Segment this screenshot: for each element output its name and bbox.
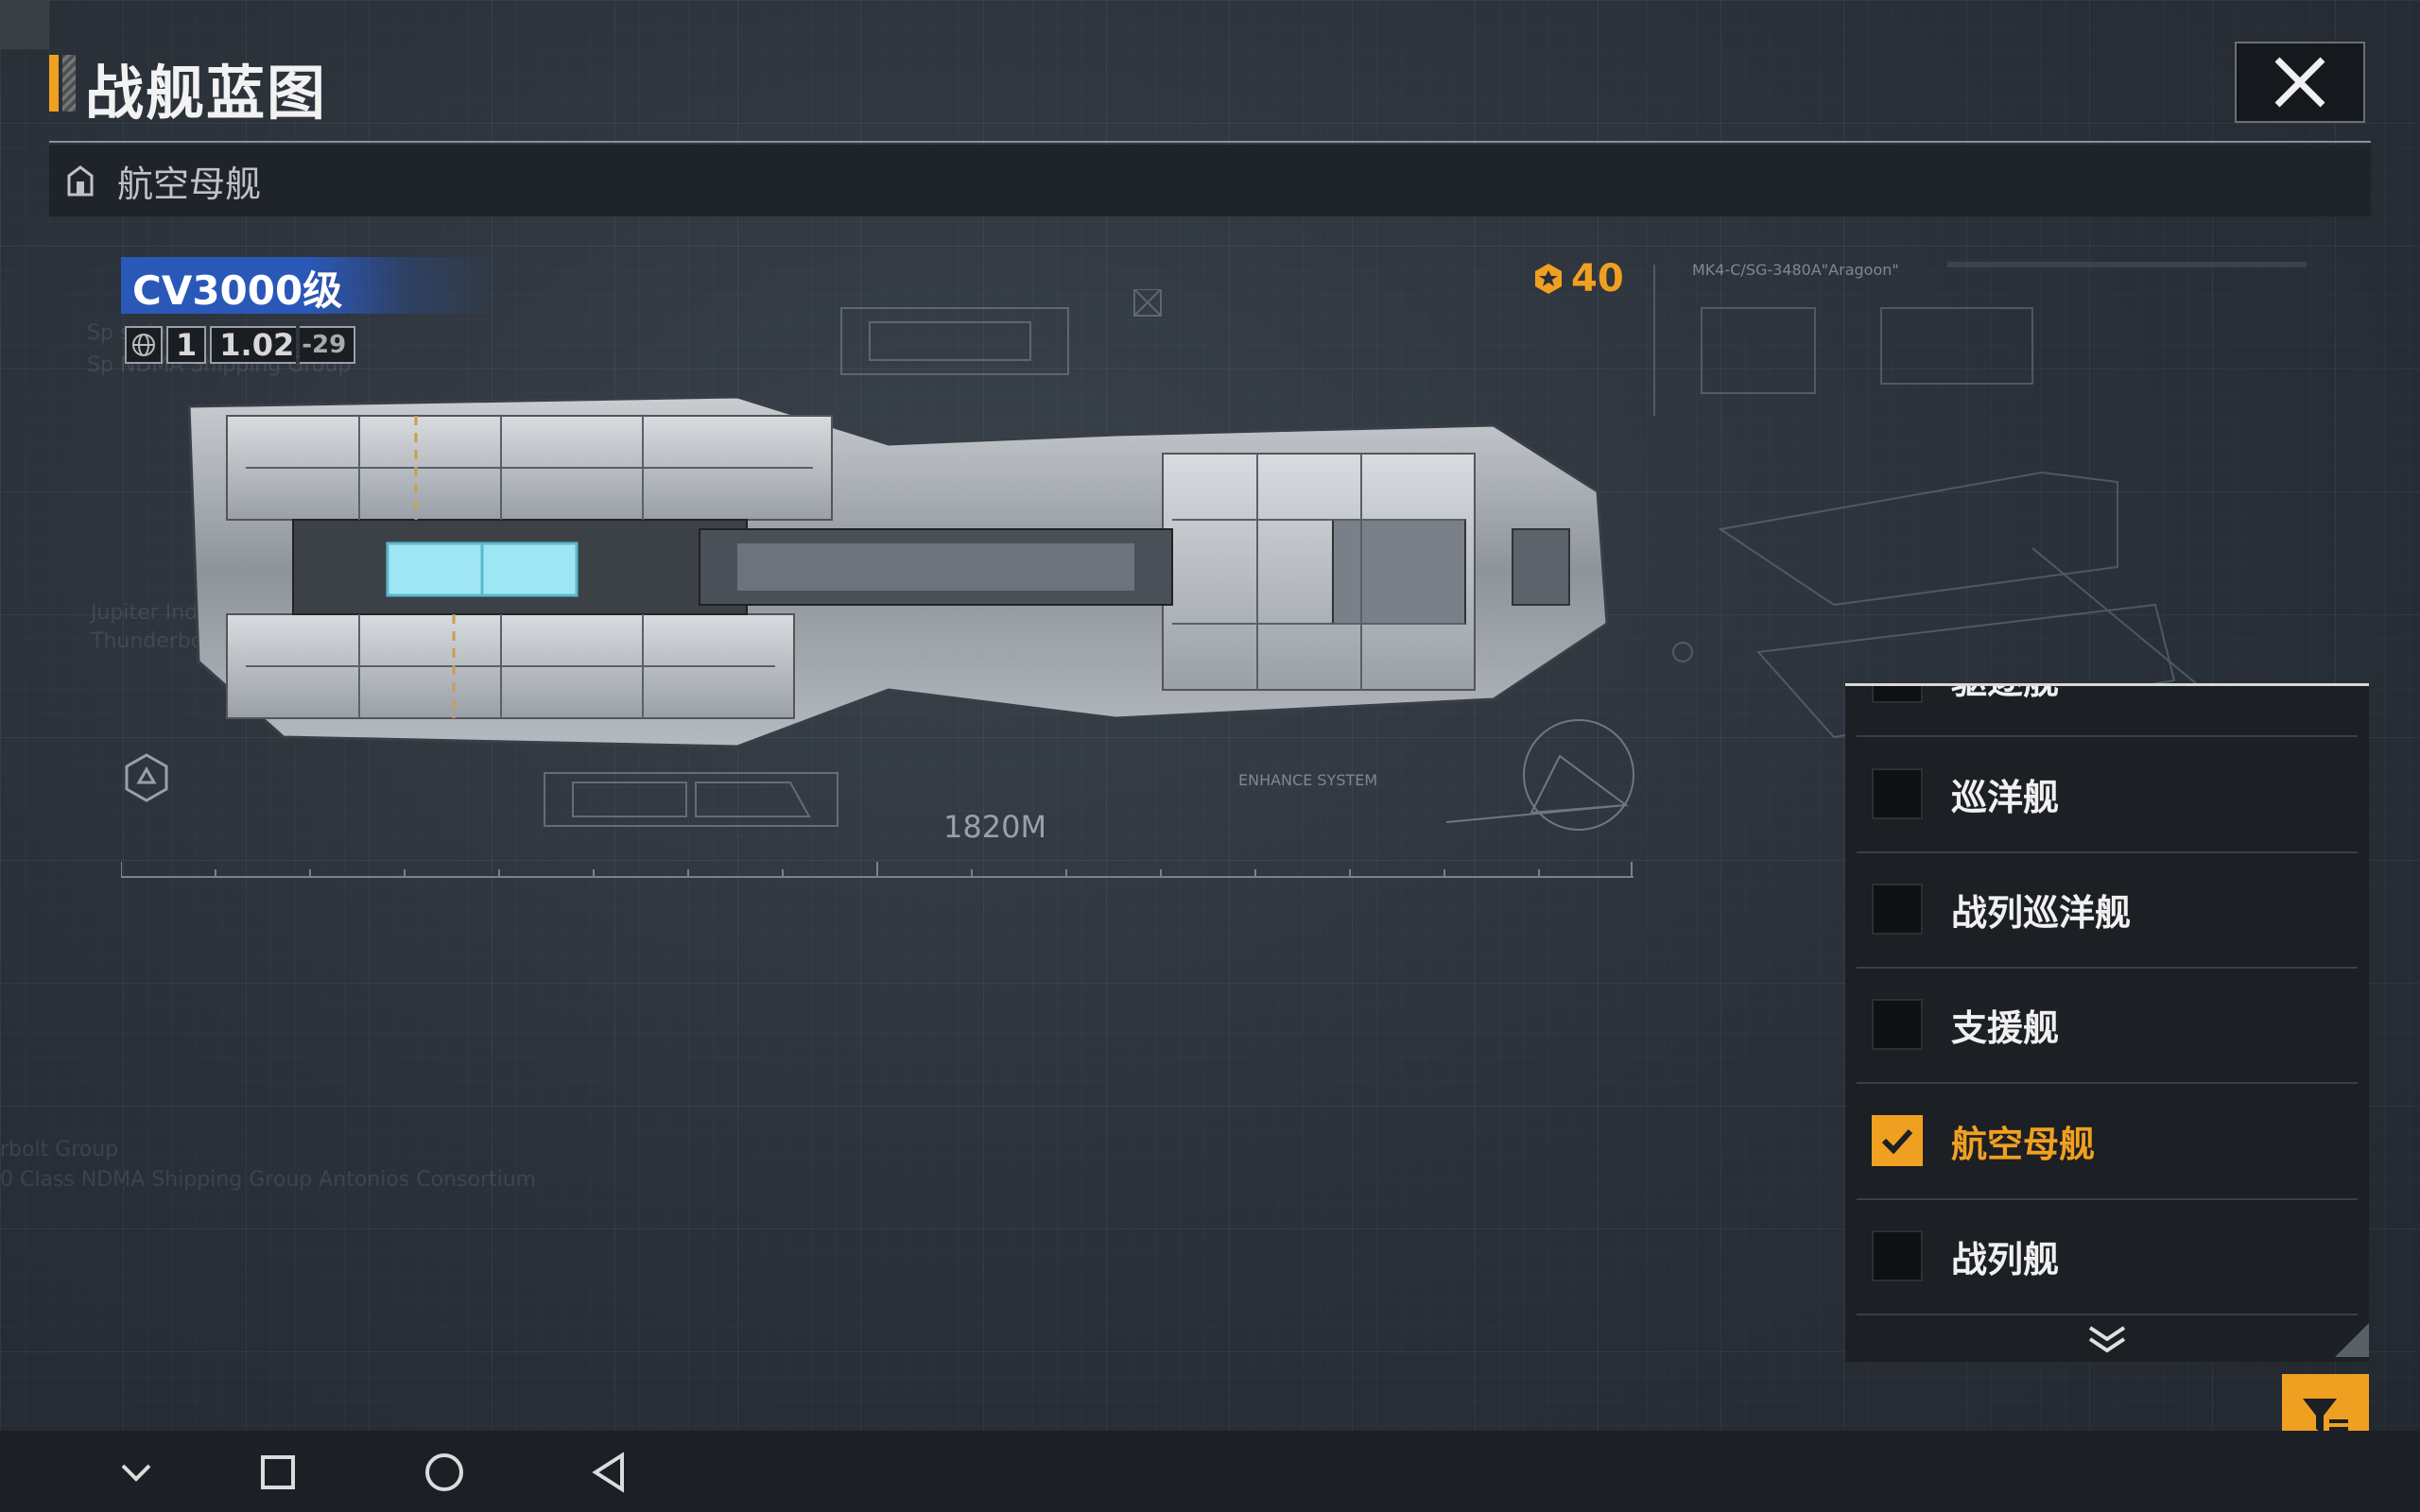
system-label: ENHANCE SYSTEM xyxy=(1238,771,1378,789)
globe-icon xyxy=(125,326,163,364)
filter-item-support[interactable]: 支援舰 xyxy=(1857,967,2358,1084)
blueprint-sketch xyxy=(544,772,838,827)
filter-item-battleship[interactable]: 战列舰 xyxy=(1857,1198,2358,1315)
ship-length-label: 1820M xyxy=(943,809,1047,845)
ship-type-filter-dropdown[interactable]: 驱逐舰 巡洋舰 战列巡洋舰 支援舰 航空母舰 战列舰 xyxy=(1845,683,2369,1362)
page-title: 战舰蓝图 xyxy=(85,59,328,128)
breadcrumb-label: 航空母舰 xyxy=(117,163,262,205)
ship-model[interactable] xyxy=(170,378,1616,756)
class-badge xyxy=(121,257,499,314)
filter-item-destroyer[interactable]: 驱逐舰 xyxy=(1857,686,2358,737)
nav-recents-button[interactable] xyxy=(250,1448,306,1497)
checkbox-checked[interactable] xyxy=(1872,1115,1923,1166)
double-chevron-down-icon xyxy=(2088,1326,2126,1353)
filter-item-label: 驱逐舰 xyxy=(1951,686,2059,704)
checkbox[interactable] xyxy=(1872,999,1923,1050)
close-button[interactable] xyxy=(2235,42,2365,123)
radar-diagram xyxy=(1445,719,1634,831)
checkbox[interactable] xyxy=(1872,686,1923,703)
breadcrumb: 航空母舰 xyxy=(49,145,2371,216)
title-accent-stripes xyxy=(62,55,76,112)
checkbox[interactable] xyxy=(1872,884,1923,935)
circle-icon xyxy=(425,1453,463,1491)
check-icon xyxy=(1881,1128,1913,1155)
blueprint-sketch xyxy=(840,289,1162,375)
filter-item-carrier[interactable]: 航空母舰 xyxy=(1857,1083,2358,1200)
nav-home-button[interactable] xyxy=(416,1448,473,1497)
corner-notch xyxy=(2335,1323,2369,1357)
version-major: 1 xyxy=(166,326,207,364)
cost-indicator: 40 xyxy=(1531,257,1624,301)
checkbox[interactable] xyxy=(1872,1230,1923,1281)
nav-back-button[interactable] xyxy=(580,1448,637,1497)
system-nav-bar xyxy=(0,1431,2420,1512)
hexagon-icon[interactable] xyxy=(123,752,170,803)
version-minor: 1.02 xyxy=(210,326,297,364)
square-icon xyxy=(261,1455,295,1489)
chevron-down-icon xyxy=(121,1464,151,1482)
title-accent xyxy=(49,55,59,112)
command-point-icon xyxy=(1535,264,1562,294)
header-divider xyxy=(49,141,2371,143)
close-icon xyxy=(2274,57,2325,108)
filter-item-label: 战列舰 xyxy=(1951,1238,2060,1280)
version-box: 1 1.02 -29 xyxy=(125,323,356,367)
checkbox[interactable] xyxy=(1872,768,1923,819)
back-triangle-icon xyxy=(592,1452,624,1493)
filter-item-label: 巡洋舰 xyxy=(1951,776,2060,818)
model-code: MK4-C/SG-3480A"Aragoon" xyxy=(1692,261,1899,279)
home-icon[interactable] xyxy=(66,164,95,197)
filter-item-cruiser[interactable]: 巡洋舰 xyxy=(1857,736,2358,853)
filter-item-label: 支援舰 xyxy=(1951,1006,2060,1049)
length-ruler xyxy=(121,862,1634,878)
scroll-more-button[interactable] xyxy=(1845,1321,2369,1359)
filter-item-label: 战列巡洋舰 xyxy=(1951,891,2132,934)
bg-text: rbolt Group xyxy=(0,1138,119,1161)
cost-value: 40 xyxy=(1571,257,1624,301)
ship-class-label: CV3000级 xyxy=(132,267,343,314)
filter-item-label: 航空母舰 xyxy=(1951,1123,2096,1165)
status-corner xyxy=(0,0,49,49)
nav-down-button[interactable] xyxy=(108,1448,164,1497)
bg-text: 0 Class NDMA Shipping Group Antonios Con… xyxy=(0,1168,537,1192)
filter-item-battlecruiser[interactable]: 战列巡洋舰 xyxy=(1857,851,2358,969)
version-patch: -29 xyxy=(300,326,356,364)
